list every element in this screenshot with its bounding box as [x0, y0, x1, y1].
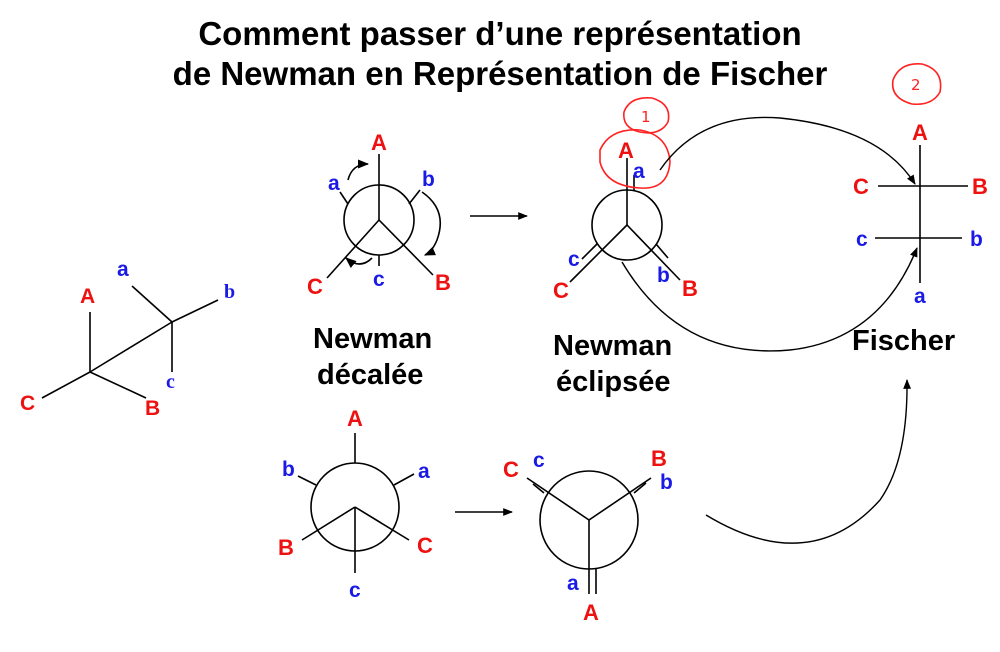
neb-label-C: C [503, 457, 519, 482]
nst-label-a: a [328, 172, 340, 195]
nsb-label-c: c [349, 579, 361, 602]
net-label-C: C [553, 278, 569, 303]
sawhorse-bond-B [89, 371, 147, 399]
rear-bond-b [655, 243, 669, 259]
rear-bond-b [633, 482, 647, 494]
caption-newman-staggered-line2: décalée [317, 359, 423, 391]
caption-newman-eclipsed-line1: Newman [553, 330, 672, 362]
annotation-step-1: 1 [641, 108, 651, 126]
neb-label-a: a [567, 572, 579, 595]
sawhorse-label-A: A [80, 285, 95, 308]
front-bond-C [354, 506, 410, 541]
newman-staggered-bottom [297, 433, 415, 573]
rear-bond-a [339, 191, 349, 205]
front-bond-B [588, 477, 652, 521]
sawhorse-cc-bond [89, 321, 173, 373]
front-bond-C [326, 219, 380, 279]
nst-label-c: c [373, 268, 385, 291]
rear-bond-c [532, 483, 545, 494]
sawhorse-label-a: a [117, 258, 129, 281]
nst-label-C: C [307, 274, 323, 299]
arrow-eclipsed-top-to-fischer-upper [659, 116, 916, 185]
nst-label-B: B [435, 270, 451, 295]
newman-staggered-top [326, 154, 441, 279]
caption-newman-staggered-line1: Newman [313, 323, 432, 355]
fischer-label-b: b [970, 228, 983, 251]
caption-newman-eclipsed-line2: éclipsée [556, 366, 670, 398]
fischer-label-A: A [912, 120, 928, 145]
front-bond-B [378, 219, 434, 276]
nsb-label-A: A [347, 406, 363, 431]
net-label-b: b [657, 264, 670, 287]
net-label-a: a [633, 160, 645, 183]
nst-label-A: A [371, 130, 387, 155]
fischer-label-c: c [856, 228, 868, 251]
neb-label-B: B [651, 446, 667, 471]
arrow-eclipsed-top-to-fischer-lower [621, 247, 918, 352]
sawhorse-label-c: c [166, 371, 175, 393]
caption-fischer: Fischer [852, 325, 955, 357]
nsb-label-B: B [278, 535, 294, 560]
rear-bond-b [297, 475, 317, 486]
fischer-label-a: a [914, 285, 926, 308]
title-line-1: Comment passer d’une représentation [198, 15, 802, 52]
title-line-2: de Newman en Représentation de Fischer [172, 55, 828, 92]
sawhorse-label-b: b [224, 281, 235, 303]
net-label-B: B [682, 276, 698, 301]
fischer-projection [875, 145, 968, 283]
sawhorse-bond-C [41, 371, 91, 399]
neb-label-b: b [660, 471, 673, 494]
annotation-circle-1 [623, 96, 670, 134]
sawhorse-label-C: C [20, 392, 35, 415]
fischer-label-C: C [853, 174, 869, 199]
rear-bond-a [393, 473, 415, 486]
sawhorse-bond-a [131, 285, 173, 323]
rear-bond-c [581, 243, 598, 260]
nsb-label-a: a [418, 460, 430, 483]
rotation-arrow-c [345, 257, 373, 268]
newman-eclipsed-bottom [526, 470, 652, 594]
fischer-label-B: B [972, 174, 988, 199]
net-label-c: c [568, 248, 580, 271]
front-bond-B [626, 224, 681, 281]
newman-eclipsed-top [569, 158, 681, 283]
hand-annotations [599, 63, 942, 189]
neb-label-A: A [583, 600, 599, 625]
rotation-arrow-a [347, 159, 370, 181]
rotation-arrow-b [421, 191, 441, 256]
sawhorse-bond-b [171, 299, 219, 323]
rear-bond-b [408, 189, 421, 205]
page-title: Comment passer d’une représentation de N… [0, 14, 1000, 94]
nsb-label-C: C [417, 533, 433, 558]
annotation-step-2: 2 [911, 76, 921, 94]
arrow-eclipsed-bottom-to-fischer [705, 379, 912, 544]
annotation-circle-A [599, 129, 671, 189]
annotation-circle-2 [891, 63, 942, 106]
sawhorse-label-B: B [145, 397, 160, 420]
sawhorse-projection [41, 285, 219, 399]
front-bond-C [526, 477, 590, 521]
front-bond-B [301, 506, 356, 541]
neb-label-c: c [533, 449, 545, 472]
net-label-A: A [618, 138, 634, 163]
nst-label-b: b [422, 168, 435, 191]
nsb-label-b: b [282, 458, 295, 481]
front-bond-C [569, 224, 628, 283]
